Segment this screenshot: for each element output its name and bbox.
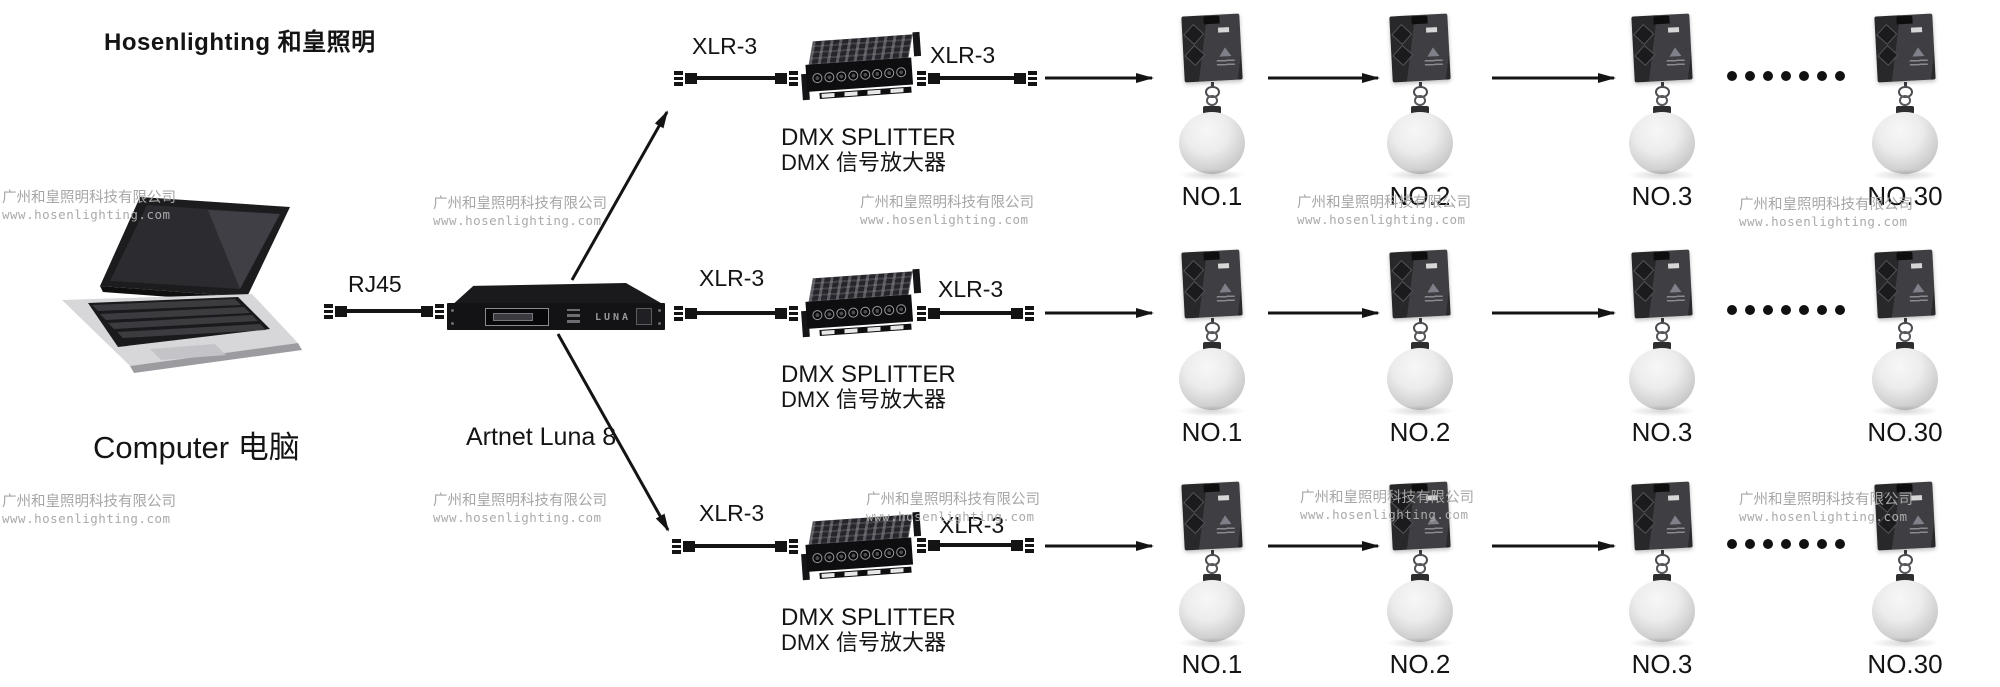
ellipsis-dot	[1727, 71, 1737, 81]
unit-label: NO.30	[1867, 181, 1943, 211]
xlr-cable	[674, 70, 798, 86]
unit-row2-no2: NO.2	[1355, 244, 1485, 448]
ellipsis-dot	[1781, 539, 1791, 549]
device-port	[636, 308, 652, 325]
xlr3-label: XLR-3	[699, 265, 765, 291]
chain-ellipsis	[1727, 71, 1845, 81]
cable-plug-icon	[335, 305, 347, 317]
ellipsis-dot	[1763, 305, 1773, 315]
unit-label: NO.3	[1631, 417, 1693, 447]
unit-label: NO.1	[1181, 417, 1243, 447]
unit-row1-no30: NO.30	[1840, 8, 1970, 212]
rj45-cable	[324, 303, 444, 319]
unit-label: NO.2	[1389, 417, 1451, 447]
xlr3-label: XLR-3	[692, 33, 758, 59]
ellipsis-dot	[1727, 539, 1737, 549]
ellipsis-dot	[1835, 305, 1845, 315]
artnet-logo-icon	[567, 309, 580, 323]
unit-label: NO.30	[1867, 417, 1943, 447]
arrow-luna-to-splitter1	[570, 110, 669, 281]
xlr3-label: XLR-3	[939, 512, 1005, 538]
unit-label: NO.30	[1867, 649, 1943, 679]
ellipsis-dot	[1817, 305, 1827, 315]
unit-row2-no1: NO.1	[1147, 244, 1277, 448]
led-lift-ball	[1175, 112, 1249, 181]
artnet-luna8-device: LUNA 8	[447, 283, 665, 330]
computer-caption: Computer 电脑	[93, 430, 300, 465]
xlr-cable	[917, 537, 1034, 553]
device-display	[485, 308, 549, 326]
cable-connector-icon	[324, 303, 333, 319]
ellipsis-dot	[1745, 305, 1755, 315]
xlr3-label: XLR-3	[930, 42, 996, 68]
ellipsis-dot	[1763, 539, 1773, 549]
chain-ellipsis	[1727, 305, 1845, 315]
device-front-text: LUNA 8	[595, 312, 650, 323]
ellipsis-dot	[1799, 539, 1809, 549]
winch-motor-box	[1181, 13, 1243, 83]
laptop-illustration	[62, 197, 302, 373]
xlr-cable	[917, 305, 1034, 321]
controller-caption: Artnet Luna 8	[466, 423, 617, 451]
unit-label: NO.2	[1389, 649, 1451, 679]
unit-row3-no3: NO.3	[1597, 476, 1727, 680]
unit-row3-no30: NO.30	[1840, 476, 1970, 680]
unit-row1-no2: NO.2	[1355, 8, 1485, 212]
xlr3-label: XLR-3	[699, 500, 765, 526]
xlr-cable	[672, 538, 798, 554]
cable-plug-icon	[421, 305, 433, 317]
ellipsis-dot	[1763, 71, 1773, 81]
ellipsis-dot	[1835, 539, 1845, 549]
ellipsis-dot	[1817, 71, 1827, 81]
device-front-face: LUNA 8	[447, 303, 665, 330]
unit-label: NO.1	[1181, 649, 1243, 679]
splitter-caption: DMX SPLITTER DMX 信号放大器	[781, 124, 956, 175]
unit-row3-no1: NO.1	[1147, 476, 1277, 680]
ellipsis-dot	[1817, 539, 1827, 549]
unit-label: NO.2	[1389, 181, 1451, 211]
cable-connector-icon	[435, 303, 444, 319]
ellipsis-dot	[1835, 71, 1845, 81]
dmx-splitter-device	[801, 31, 922, 104]
ellipsis-dot	[1727, 305, 1737, 315]
unit-label: NO.3	[1631, 649, 1693, 679]
unit-row1-no3: NO.3	[1597, 8, 1727, 212]
chain-ellipsis	[1727, 539, 1845, 549]
dmx-splitter-device	[801, 511, 922, 584]
xlr-cable	[674, 305, 798, 321]
ellipsis-dot	[1799, 71, 1809, 81]
unit-label: NO.1	[1181, 181, 1243, 211]
ellipsis-dot	[1745, 71, 1755, 81]
unit-row2-no3: NO.3	[1597, 244, 1727, 448]
xlr-cable	[917, 70, 1037, 86]
unit-row1-no1: NO.1	[1147, 8, 1277, 212]
cable-wire	[347, 309, 421, 313]
warning-triangle-icon	[1218, 47, 1232, 57]
brand-title: Hosenlighting 和皇照明	[104, 29, 376, 56]
rj45-label: RJ45	[348, 271, 402, 297]
splitter-caption: DMX SPLITTER DMX 信号放大器	[781, 361, 956, 412]
hook-chain-icon	[1204, 82, 1220, 106]
dmx-splitter-device	[801, 268, 922, 341]
unit-row3-no2: NO.2	[1355, 476, 1485, 680]
unit-row2-no30: NO.30	[1840, 244, 1970, 448]
xlr3-label: XLR-3	[938, 276, 1004, 302]
ellipsis-dot	[1781, 305, 1791, 315]
splitter-caption: DMX SPLITTER DMX 信号放大器	[781, 604, 956, 655]
ellipsis-dot	[1799, 305, 1809, 315]
ellipsis-dot	[1781, 71, 1791, 81]
ellipsis-dot	[1745, 539, 1755, 549]
unit-label: NO.3	[1631, 181, 1693, 211]
